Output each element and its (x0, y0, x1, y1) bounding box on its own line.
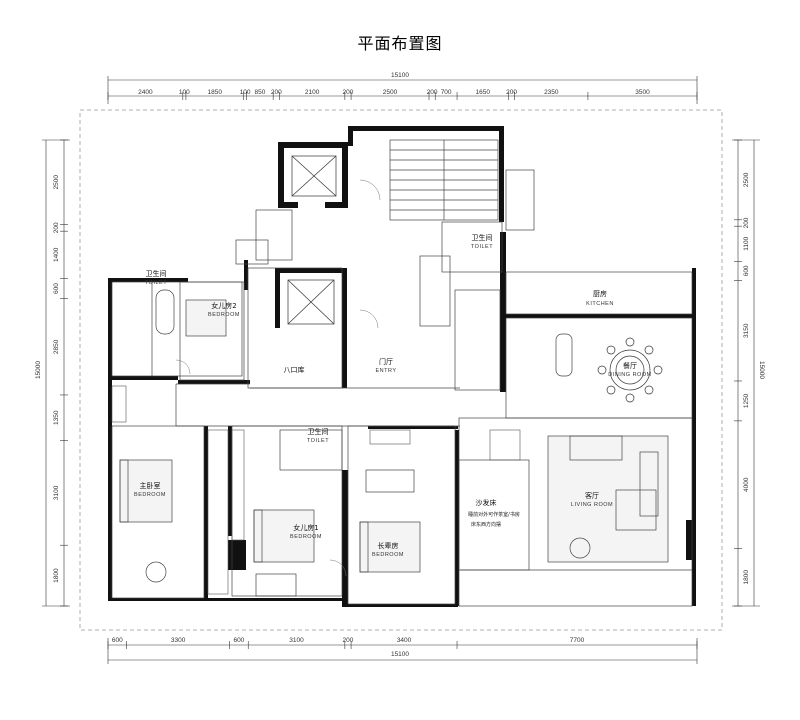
elder-bedroom-label: 长辈房 (378, 541, 399, 550)
top-segment-label: 3500 (635, 89, 650, 96)
right-segment-label: 1800 (743, 570, 750, 585)
right-total-label: 15000 (758, 361, 765, 379)
door-arcs (175, 179, 381, 577)
top-segment-label: 700 (441, 89, 452, 96)
left-total-label: 15000 (35, 361, 42, 379)
daughter1-label: 女儿房1 (293, 523, 318, 532)
daughter2-label: 女儿房2 (211, 301, 236, 310)
left-segment-label: 1350 (53, 410, 60, 425)
top-segment-label: 200 (271, 89, 282, 96)
sofabed-label: 沙发床 (476, 498, 497, 507)
toilet-core-label-en: TOILET (471, 244, 493, 250)
toilet-core-label: 卫生间 (472, 233, 493, 242)
page-title: 平面布置图 (357, 34, 443, 53)
right-segment-label: 3150 (743, 323, 750, 338)
bottom-segment-label: 7700 (570, 637, 585, 644)
top-segment-label: 2400 (138, 89, 153, 96)
top-total-label: 15100 (391, 72, 409, 79)
right-segment-label: 1100 (743, 236, 750, 250)
left-segment-label: 2500 (53, 175, 60, 190)
right-segment-label: 4000 (743, 477, 750, 492)
kitchen-label-en: KITCHEN (586, 301, 614, 307)
top-segment-label: 2350 (544, 89, 559, 96)
bottom-dimension (107, 638, 698, 664)
living-room-furniture (547, 333, 669, 563)
bottom-segment-label: 3300 (171, 637, 186, 644)
elevator-shaft-top (291, 155, 337, 197)
foyer-label-en: ENTRY (375, 368, 396, 374)
left-segment-label: 2850 (53, 339, 60, 354)
left-segment-label: 1400 (53, 247, 60, 262)
master-bedroom-label: 主卧室 (140, 481, 161, 490)
sofabed-note-2: 床东西方向摆 (471, 521, 501, 528)
interior-lines (111, 139, 693, 607)
left-dimension (42, 139, 70, 607)
toilet-nw-label-en: TOILET (145, 280, 167, 286)
left-segment-label: 3100 (53, 485, 60, 500)
right-segment-label: 200 (743, 217, 750, 228)
elder-bedroom-label-en: BEDROOM (372, 552, 404, 558)
top-segment-label: 2500 (383, 89, 398, 96)
top-segment-label: 100 (179, 89, 190, 96)
top-segment-label: 850 (254, 89, 265, 96)
right-segment-label: 1250 (743, 393, 750, 408)
sofabed-note-1: 睡前对外可作茶室/书房 (468, 511, 520, 518)
right-segment-label: 600 (743, 265, 750, 276)
top-segment-label: 100 (240, 89, 251, 96)
master-bedroom-label-en: BEDROOM (134, 492, 166, 498)
kitchen-label: 厨房 (593, 289, 607, 298)
right-segment-label: 2500 (743, 172, 750, 187)
daughter1-label-en: BEDROOM (290, 534, 322, 540)
toilet-mid-label: 卫生间 (308, 427, 329, 436)
elevator-shaft-bottom (287, 279, 335, 325)
bottom-total-label: 15100 (391, 651, 409, 658)
top-segment-label: 200 (506, 89, 517, 96)
walls (108, 126, 696, 607)
dining-table (597, 337, 663, 403)
top-segment-label: 200 (343, 89, 354, 96)
daughter2-label-en: BEDROOM (208, 312, 240, 318)
left-segment-label: 1800 (53, 568, 60, 583)
bagua-label: 八口库 (284, 365, 305, 374)
bottom-segment-label: 600 (233, 637, 244, 644)
top-segment-label: 1650 (476, 89, 491, 96)
dining-label-en: DINING ROOM (608, 372, 651, 378)
top-segment-label: 1850 (208, 89, 223, 96)
bottom-segment-label: 600 (112, 637, 123, 644)
beds (119, 289, 421, 597)
bottom-segment-label: 200 (343, 637, 354, 644)
bottom-segment-label: 3100 (289, 637, 304, 644)
bottom-segment-label: 3400 (397, 637, 412, 644)
toilet-mid-label-en: TOILET (307, 438, 329, 444)
right-dimension (732, 139, 760, 607)
left-segment-label: 600 (53, 283, 60, 294)
wardrobes (111, 385, 521, 595)
top-segment-label: 200 (427, 89, 438, 96)
living-room-label: 客厅 (585, 491, 599, 500)
top-segment-label: 2100 (305, 89, 320, 96)
foyer-label: 门厅 (379, 357, 393, 366)
living-room-label-en: LIVING ROOM (571, 502, 613, 508)
left-segment-label: 200 (53, 222, 60, 233)
toilet-nw-label: 卫生间 (146, 269, 167, 278)
top-dimension (107, 76, 698, 104)
dining-label: 餐厅 (623, 361, 637, 370)
